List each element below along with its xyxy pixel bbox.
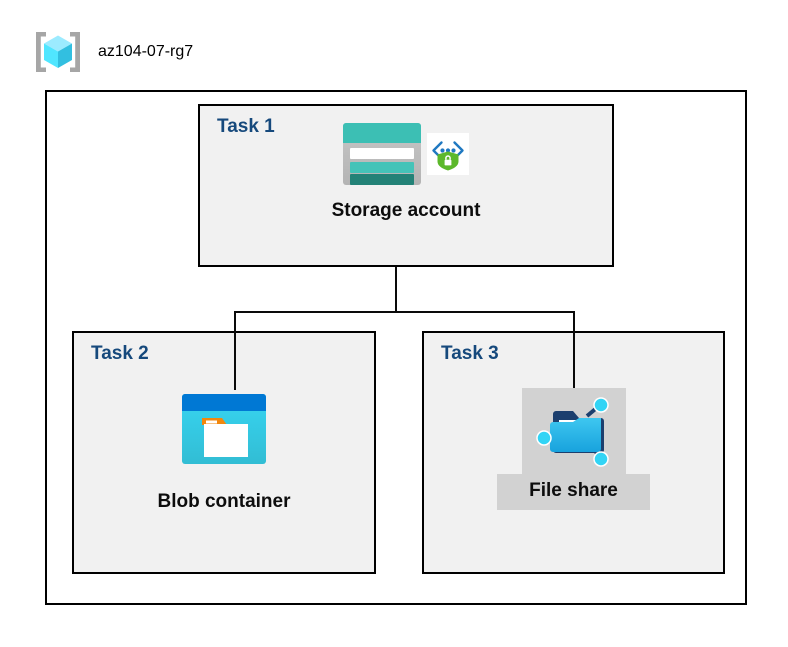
connector-to-file-share: [573, 311, 575, 390]
node-blob-container: Blob container: [72, 388, 376, 513]
task-2-label: Task 2: [91, 343, 149, 364]
file-share-icon: [532, 394, 616, 470]
connector-horizontal-bus: [234, 311, 575, 313]
task-3-label: Task 3: [441, 343, 499, 364]
file-share-caption: File share: [497, 474, 650, 510]
blob-container-icon: [178, 388, 270, 475]
storage-account-icon: [343, 119, 421, 189]
node-storage-account: Storage account: [198, 118, 614, 222]
storage-account-caption: Storage account: [331, 200, 481, 221]
storage-account-icon-row: [343, 118, 469, 190]
file-share-icon-highlight: [521, 388, 626, 474]
resource-group-header: az104-07-rg7: [32, 26, 193, 78]
connector-trunk-line: [395, 267, 397, 313]
resource-group-icon: [32, 26, 84, 78]
node-file-share: File share: [422, 388, 725, 510]
blob-container-caption: Blob container: [157, 491, 291, 512]
connector-to-blob-container: [234, 311, 236, 390]
task-1-label: Task 1: [217, 116, 275, 137]
resource-group-title: az104-07-rg7: [98, 43, 194, 60]
secure-code-shield-icon: [427, 133, 469, 175]
